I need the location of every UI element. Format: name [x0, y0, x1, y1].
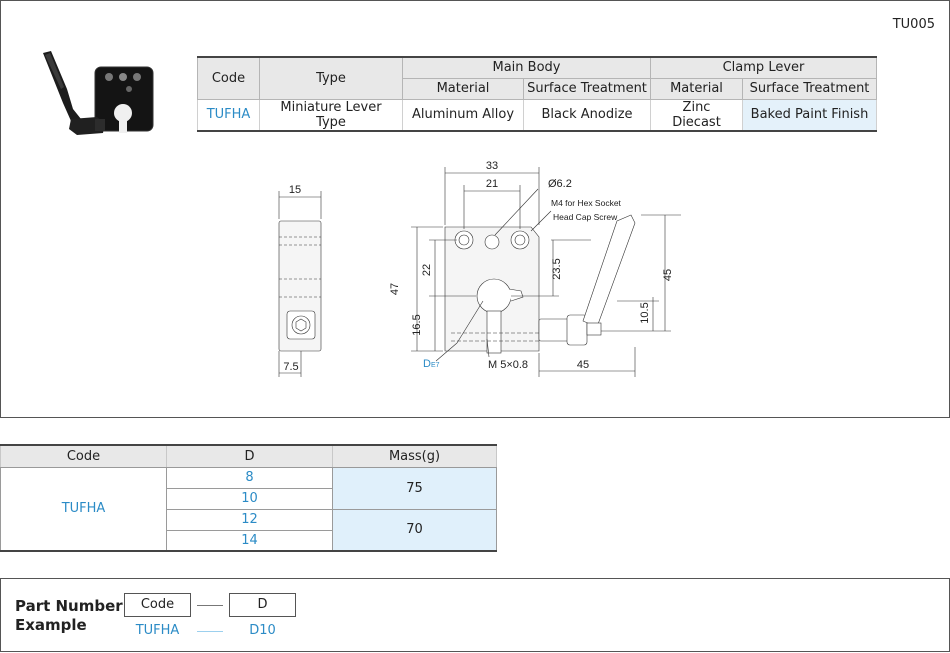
header-body-surface: Surface Treatment — [523, 78, 651, 100]
dim-45-h: 45 — [577, 359, 589, 371]
header-main-body: Main Body — [402, 56, 651, 79]
pn-example-dash — [197, 631, 223, 632]
cell-body-material: Aluminum Alloy — [402, 99, 524, 132]
header-clamp-lever: Clamp Lever — [650, 56, 877, 79]
dim-45-v: 45 — [662, 269, 674, 281]
dtable-header-d: D — [166, 444, 333, 468]
cell-code: TUFHA — [197, 99, 260, 132]
dtable-header-code: Code — [0, 444, 167, 468]
note-m4-line1: M4 for Hex Socket — [551, 198, 622, 208]
part-number-title-line1: Part Number — [15, 597, 123, 615]
spec-panel: TU005 Code Type Main Body Clamp Lever Ma… — [0, 0, 950, 418]
header-body-material: Material — [402, 78, 524, 100]
pn-example-code: TUFHA — [135, 623, 180, 638]
header-code: Code — [197, 56, 260, 100]
note-m4-line2: Head Cap Screw — [553, 212, 618, 222]
header-type: Type — [259, 56, 403, 100]
dtable-header-mass: Mass(g) — [332, 444, 497, 468]
dim-21: 21 — [486, 178, 498, 190]
cell-lever-material: Zinc Diecast — [650, 99, 743, 132]
dim-22: 22 — [421, 264, 433, 276]
pn-dash — [197, 605, 223, 606]
technical-drawing: 15 7.5 33 21 Ø6.2 M4 for Hex Socket Head… — [278, 160, 681, 377]
dtable-d-14: 14 — [166, 529, 333, 552]
dtable-d-12: 12 — [166, 508, 333, 531]
dtable-d-8: 8 — [166, 466, 333, 489]
dim-47: 47 — [389, 283, 401, 295]
dim-15: 15 — [289, 184, 301, 196]
part-number-panel: Part Number Example Code D TUFHA D10 — [0, 578, 950, 652]
dim-23-5: 23.5 — [551, 258, 563, 279]
dim-10-5: 10.5 — [639, 302, 651, 323]
part-code: TU005 — [892, 17, 935, 32]
spec-table: Code Type Main Body Clamp Lever Material… — [197, 56, 877, 132]
header-lever-material: Material — [650, 78, 743, 100]
cell-lever-surface: Baked Paint Finish — [742, 99, 877, 132]
pn-box-d: D — [229, 593, 296, 617]
dim-16-5: 16.5 — [411, 314, 423, 335]
part-number-title-line2: Example — [15, 616, 87, 634]
pn-box-code: Code — [124, 593, 191, 617]
part-number-title: Part Number Example — [15, 597, 123, 635]
dtable-code: TUFHA — [0, 466, 167, 552]
label-d: DE7 — [423, 358, 440, 370]
dtable-d-10: 10 — [166, 487, 333, 510]
dim-33: 33 — [486, 160, 498, 172]
dtable-mass-75: 75 — [332, 466, 497, 510]
cell-body-surface: Black Anodize — [523, 99, 651, 132]
pn-example-d: D10 — [249, 623, 276, 638]
thread-label: M 5×0.8 — [488, 359, 528, 371]
dim-phi: Ø6.2 — [548, 178, 572, 190]
product-photo — [43, 51, 154, 135]
dtable-mass-70: 70 — [332, 508, 497, 552]
header-lever-surface: Surface Treatment — [742, 78, 877, 100]
cell-type: Miniature Lever Type — [259, 99, 403, 132]
dimension-table: Code D Mass(g) TUFHA 8 75 10 12 70 14 — [0, 444, 497, 552]
dim-7-5: 7.5 — [283, 361, 298, 373]
